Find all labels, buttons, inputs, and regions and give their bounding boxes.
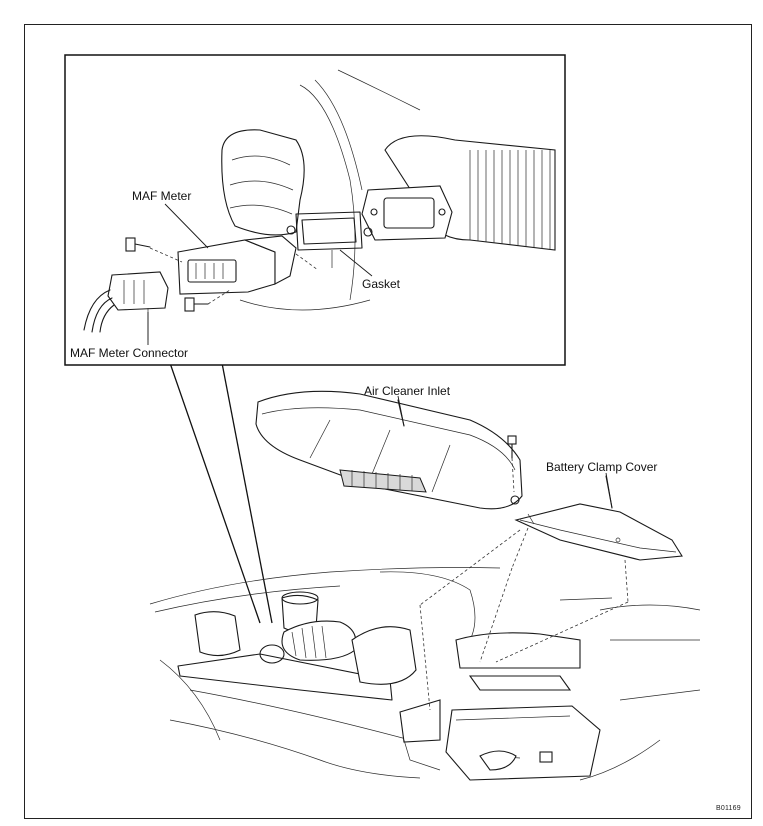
label-maf-meter: MAF Meter [132, 189, 192, 203]
callout-leader-lines [169, 362, 273, 624]
bolt [507, 435, 520, 505]
engine-bay [149, 567, 701, 781]
label-maf-meter-connector: MAF Meter Connector [70, 346, 189, 360]
figure-frame [24, 24, 752, 819]
figure-id: B01169 [716, 805, 741, 812]
label-gasket: Gasket [362, 277, 401, 291]
label-air-cleaner-inlet: Air Cleaner Inlet [364, 384, 451, 398]
battery-clamp-cover-part [514, 475, 683, 561]
detail-inset [64, 54, 566, 366]
dashed-location-lines [419, 527, 629, 711]
label-battery-clamp-cover: Battery Clamp Cover [546, 460, 658, 474]
air-cleaner-inlet-part [255, 390, 523, 510]
